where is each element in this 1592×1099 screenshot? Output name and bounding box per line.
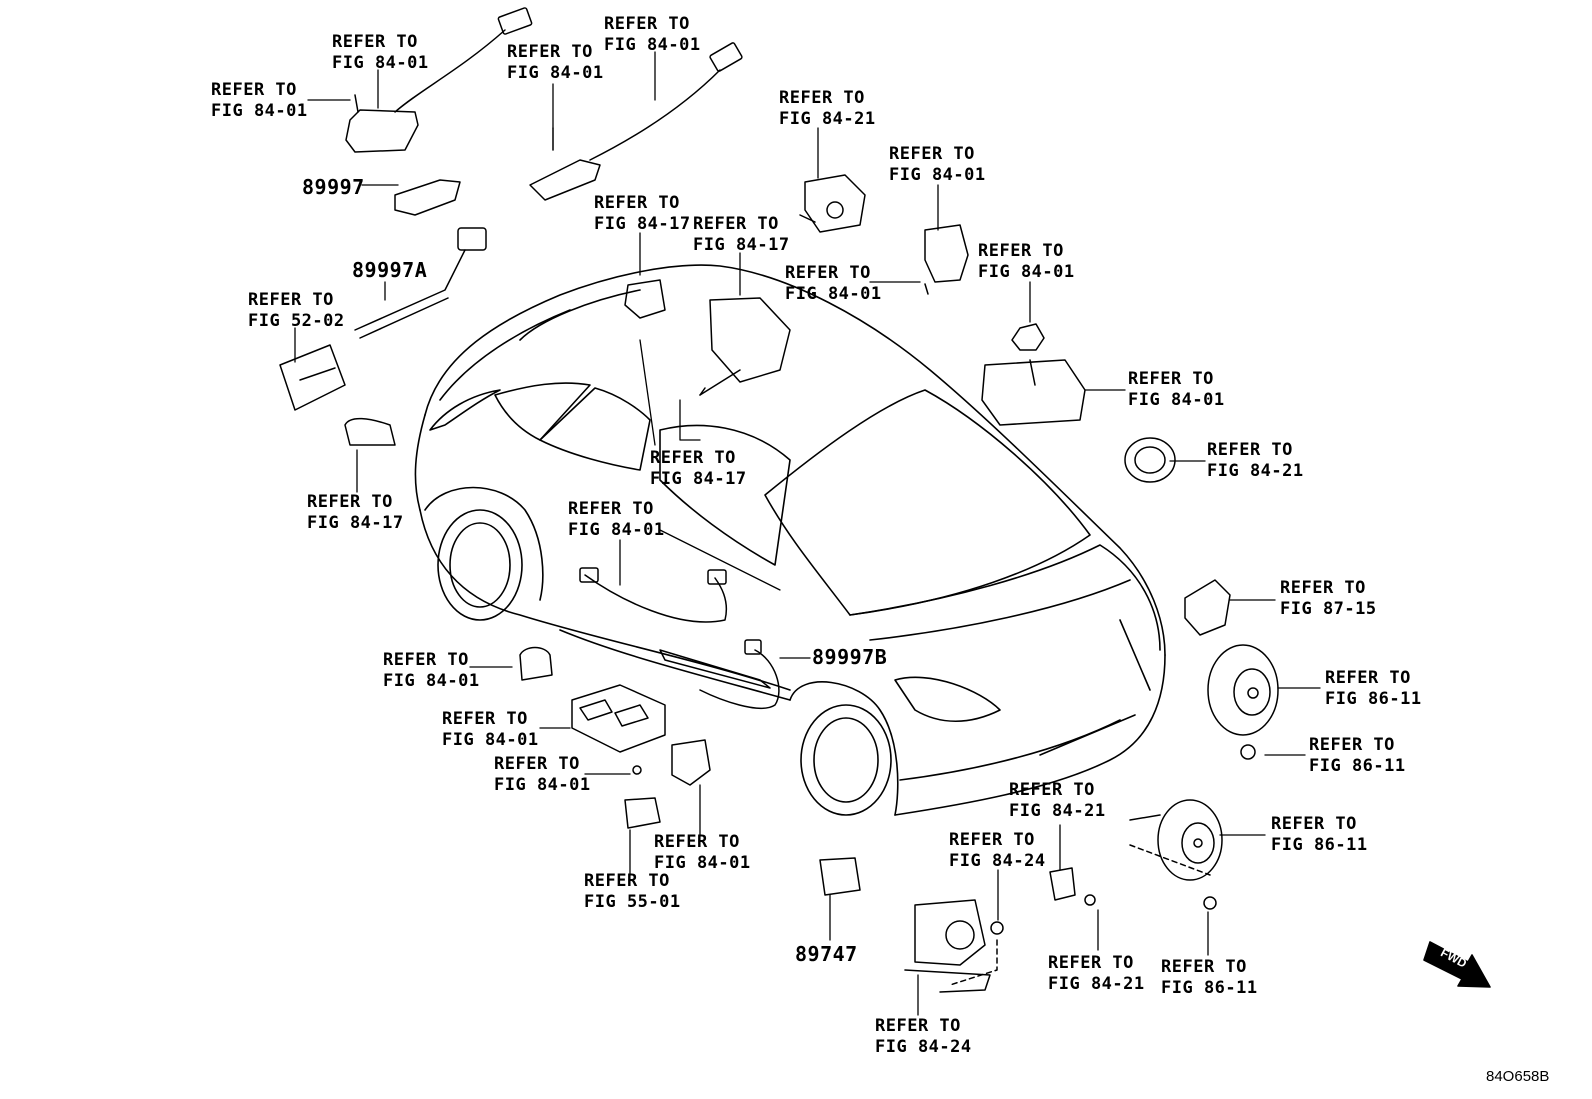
forward-arrow-icon	[1423, 941, 1491, 988]
component-drawings	[279, 7, 1279, 993]
leader-lines	[294, 51, 1321, 1016]
part-number-89997: 89997	[302, 175, 365, 199]
part-number-89997a: 89997A	[352, 258, 428, 282]
part-number-89997b: 89997B	[812, 645, 888, 669]
vehicle-outline	[414, 264, 1166, 816]
diagram-code: 84O658B	[1486, 1068, 1550, 1085]
part-number-89747: 89747	[795, 942, 858, 966]
